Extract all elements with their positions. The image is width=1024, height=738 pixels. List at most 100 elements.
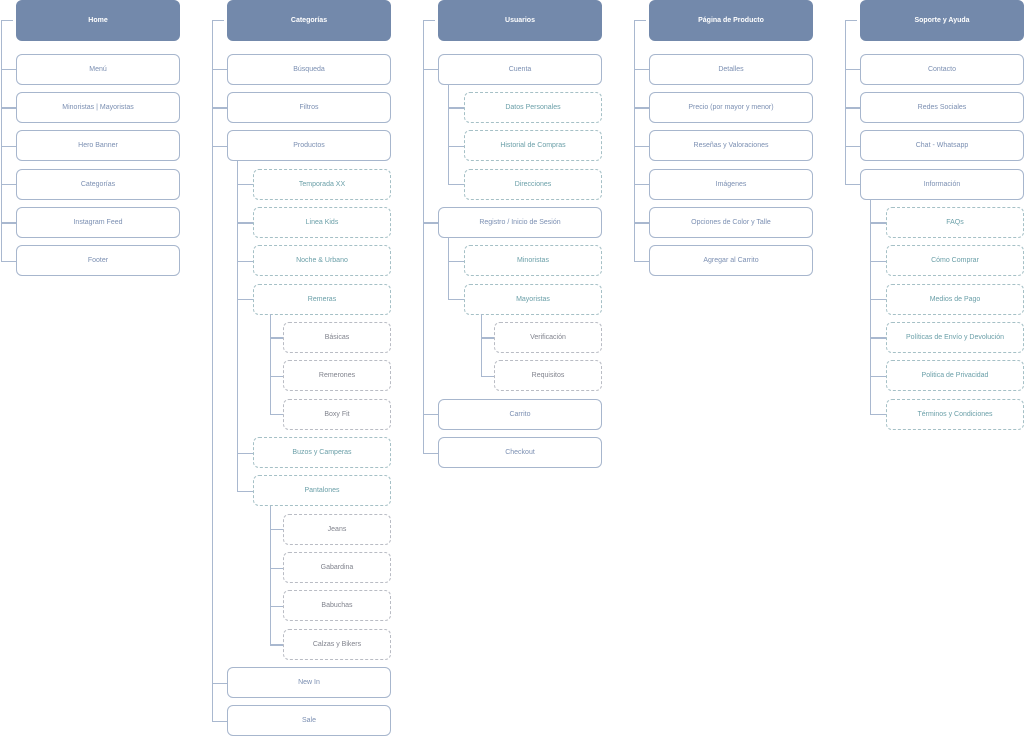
connector-line <box>634 222 649 224</box>
connector-line <box>448 107 464 109</box>
connector-line <box>870 260 886 263</box>
section-header-pagina-de-producto[interactable]: Página de Producto <box>649 0 813 41</box>
node-calzas-y-bikers[interactable]: Calzas y Bikers <box>283 628 391 660</box>
node-opciones-de-color-y-talle[interactable]: Opciones de Color y Talle <box>649 206 813 238</box>
node-remeras[interactable]: Remeras <box>253 283 391 315</box>
connector-line <box>634 107 649 109</box>
node-redes-sociales[interactable]: Redes Sociales <box>860 91 1024 123</box>
node-filtros[interactable]: Filtros <box>227 91 391 123</box>
connector-line <box>270 337 283 339</box>
connector-line <box>423 452 438 454</box>
connector-line <box>423 20 435 22</box>
node-instagram-feed[interactable]: Instagram Feed <box>16 206 180 238</box>
node-remerones[interactable]: Remerones <box>283 360 391 392</box>
node-checkout[interactable]: Checkout <box>438 437 602 468</box>
node-menu[interactable]: Menú <box>16 53 180 85</box>
node-temporada-xx[interactable]: Temporada XX <box>253 168 391 200</box>
node-babuchas[interactable]: Babuchas <box>283 590 391 622</box>
node-busqueda[interactable]: Búsqueda <box>227 53 391 85</box>
node-politicas-de-envio-y-devolucion[interactable]: Políticas de Envío y Devolución <box>886 321 1024 353</box>
node-requisitos[interactable]: Requisitos <box>494 360 602 392</box>
connector-line <box>845 184 860 186</box>
connector-line <box>423 69 438 71</box>
connector-line <box>634 20 636 262</box>
connector-line <box>423 20 425 454</box>
node-medios-de-pago[interactable]: Medios de Pago <box>886 283 1024 315</box>
node-productos[interactable]: Productos <box>227 130 391 162</box>
section-header-soporte-y-ayuda[interactable]: Soporte y Ayuda <box>860 0 1024 41</box>
node-basicas[interactable]: Básicas <box>283 321 391 353</box>
node-cuenta[interactable]: Cuenta <box>438 53 602 85</box>
connector-line <box>634 260 649 263</box>
node-detalles[interactable]: Detalles <box>649 53 813 85</box>
connector-line <box>212 107 227 109</box>
node-politica-de-privacidad[interactable]: Politica de Privacidad <box>886 360 1024 392</box>
connector-line <box>270 529 283 531</box>
section-header-categorias[interactable]: Categorías <box>227 0 391 41</box>
node-chat-whatsapp[interactable]: Chat - Whatsapp <box>860 130 1024 162</box>
connector-line <box>481 314 483 377</box>
node-verificacion[interactable]: Verificación <box>494 321 602 353</box>
node-noche-urbano[interactable]: Noche & Urbano <box>253 245 391 277</box>
connector-line <box>634 145 649 147</box>
node-direcciones[interactable]: Direcciones <box>464 168 602 200</box>
connector-line <box>634 69 649 71</box>
connector-line <box>845 145 860 147</box>
connector-line <box>634 184 649 186</box>
node-como-comprar[interactable]: Cómo Comprar <box>886 245 1024 277</box>
node-buzos-y-camperas[interactable]: Buzos y Camperas <box>253 437 391 468</box>
connector-line <box>270 375 283 378</box>
node-minoristas-mayoristas[interactable]: Minoristas | Mayoristas <box>16 91 180 123</box>
connector-line <box>237 160 239 492</box>
node-historial-de-compras[interactable]: Historial de Compras <box>464 130 602 162</box>
node-datos-personales[interactable]: Datos Personales <box>464 91 602 123</box>
connector-line <box>237 184 253 186</box>
section-header-usuarios[interactable]: Usuarios <box>438 0 602 41</box>
connector-line <box>270 567 283 569</box>
node-minoristas[interactable]: Minoristas <box>464 245 602 277</box>
connector-line <box>448 145 464 147</box>
node-sale[interactable]: Sale <box>227 705 391 737</box>
node-precio-por-mayor-y-menor[interactable]: Precio (por mayor y menor) <box>649 91 813 123</box>
node-carrito[interactable]: Carrito <box>438 398 602 430</box>
node-hero-banner[interactable]: Hero Banner <box>16 130 180 162</box>
node-gabardina[interactable]: Gabardina <box>283 552 391 584</box>
section-header-home[interactable]: Home <box>16 0 180 41</box>
node-mayoristas[interactable]: Mayoristas <box>464 283 602 315</box>
connector-line <box>212 145 227 147</box>
connector-line <box>270 414 283 416</box>
node-categorias[interactable]: Categorías <box>16 168 180 200</box>
connector-line <box>870 299 886 301</box>
node-faqs[interactable]: FAQs <box>886 206 1024 238</box>
node-footer[interactable]: Footer <box>16 245 180 277</box>
node-boxy-fit[interactable]: Boxy Fit <box>283 398 391 430</box>
connector-line <box>448 260 464 263</box>
connector-line <box>423 222 438 224</box>
connector-line <box>448 299 464 301</box>
connector-line <box>870 199 872 416</box>
connector-line <box>237 452 253 454</box>
node-resenas-y-valoraciones[interactable]: Reseñas y Valoraciones <box>649 130 813 162</box>
connector-line <box>845 69 860 71</box>
connector-line <box>845 20 857 22</box>
node-jeans[interactable]: Jeans <box>283 513 391 545</box>
connector-line <box>870 337 886 339</box>
connector-line <box>481 375 494 378</box>
connector-line <box>1 20 3 262</box>
connector-line <box>1 184 16 186</box>
node-contacto[interactable]: Contacto <box>860 53 1024 85</box>
connector-line <box>423 414 438 416</box>
connector-line <box>237 260 253 263</box>
connector-line <box>448 84 450 186</box>
node-registro-inicio-de-sesion[interactable]: Registro / Inicio de Sesión <box>438 206 602 238</box>
node-informacion[interactable]: Información <box>860 168 1024 200</box>
node-terminos-y-condiciones[interactable]: Términos y Condiciones <box>886 398 1024 430</box>
node-linea-kids[interactable]: Linea Kids <box>253 206 391 238</box>
connector-line <box>870 414 886 416</box>
node-agregar-al-carrito[interactable]: Agregar al Carrito <box>649 245 813 277</box>
node-new-in[interactable]: New In <box>227 667 391 699</box>
node-imagenes[interactable]: Imágenes <box>649 168 813 200</box>
connector-line <box>448 237 450 301</box>
node-pantalones[interactable]: Pantalones <box>253 475 391 507</box>
connector-line <box>448 184 464 186</box>
